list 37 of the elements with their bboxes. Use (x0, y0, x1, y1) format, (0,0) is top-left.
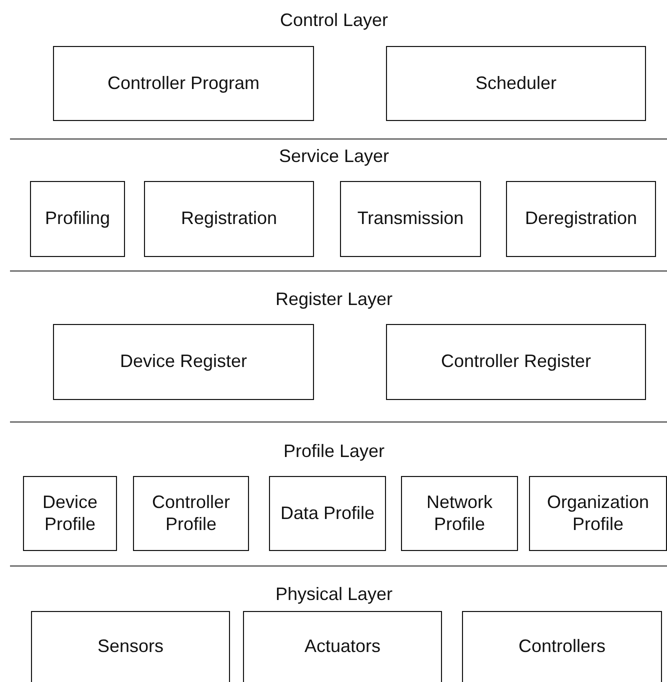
component-box (30, 181, 125, 257)
box-label: Deregistration (524, 208, 638, 230)
box-label: Sensors (97, 636, 164, 658)
box-label: Controller Profile (150, 492, 232, 536)
box-label: Scheduler (475, 72, 557, 94)
box-label: Device Profile (41, 492, 99, 536)
component-box (386, 324, 646, 400)
box-label: Transmission (357, 208, 464, 230)
box-label: Controllers (518, 636, 606, 658)
box-label: Controller Register (440, 351, 592, 373)
box-label: Controller Program (107, 72, 260, 94)
layer-title: Register Layer (275, 289, 393, 310)
component-box (529, 476, 667, 551)
component-box (243, 611, 442, 682)
box-label: Actuators (304, 636, 381, 658)
layer-title: Service Layer (278, 146, 390, 167)
component-box (23, 476, 117, 551)
component-box (506, 181, 656, 257)
box-label: Profiling (44, 208, 110, 230)
component-box (340, 181, 481, 257)
component-box (269, 476, 386, 551)
component-box (144, 181, 314, 257)
box-label: Device Register (120, 351, 248, 373)
layer-title: Control Layer (280, 10, 388, 31)
box-label: Network Profile (425, 492, 494, 536)
layer-title: Profile Layer (283, 441, 385, 462)
box-label: Data Profile (280, 502, 375, 524)
component-box (401, 476, 518, 551)
box-label: Registration (180, 208, 278, 230)
box-label: Organization Profile (546, 492, 650, 536)
component-box (53, 324, 314, 400)
component-box (133, 476, 249, 551)
layer-title: Physical Layer (275, 584, 393, 605)
component-box (53, 46, 314, 121)
component-box (386, 46, 646, 121)
component-box (31, 611, 230, 682)
component-box (462, 611, 662, 682)
